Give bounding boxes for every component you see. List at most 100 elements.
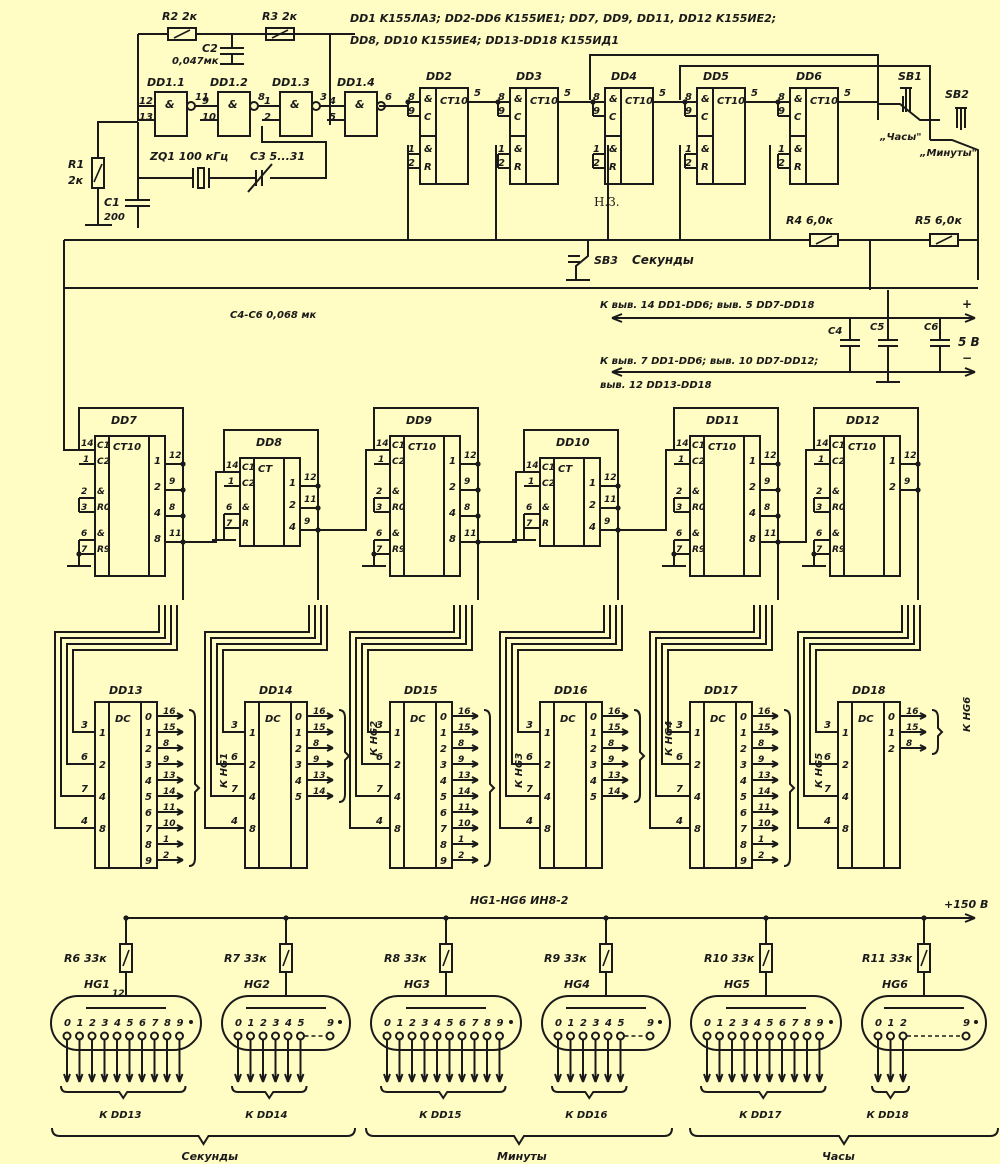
- chip-type: DC: [560, 714, 576, 725]
- pin-function: R: [542, 519, 549, 529]
- digit-label: 7: [792, 1018, 799, 1029]
- pin-number: 1: [528, 477, 534, 487]
- input-weight: 8: [394, 824, 401, 835]
- decoder-reference: К DD13: [99, 1110, 141, 1121]
- switch-sb3[interactable]: SB3 Секунды: [566, 240, 694, 281]
- output-weight: 4: [153, 508, 161, 519]
- pin-number: 2: [685, 158, 692, 169]
- clock-input-wire: [814, 449, 830, 465]
- cathode-wire: [740, 1040, 749, 1083]
- clock-input-wire: [674, 449, 690, 465]
- digit-label: 2: [580, 1018, 587, 1029]
- chip-body: [94, 701, 158, 869]
- junction-dot: [682, 99, 688, 105]
- output-weight: 4: [448, 508, 456, 519]
- digit-label: 2: [729, 1018, 736, 1029]
- carry-wire: [478, 471, 524, 543]
- output-arrow: [157, 856, 184, 864]
- pin-number: 7: [676, 545, 683, 555]
- pin-function: R: [794, 162, 802, 173]
- pin-number: 3: [526, 720, 533, 731]
- output-arrow: [157, 760, 184, 768]
- cathode-wire: [554, 1040, 562, 1083]
- chip-name: DD11: [706, 414, 740, 427]
- pin-number: 7: [81, 545, 88, 555]
- digit-label: 6: [779, 1018, 786, 1029]
- pin-group-brace: [231, 1085, 308, 1100]
- pin-number: 7: [226, 519, 233, 529]
- switch-sb2[interactable]: SB2 „Минуты": [919, 88, 979, 280]
- input-wire: [511, 605, 617, 765]
- chip-body: [94, 435, 166, 577]
- reset-wire: [523, 513, 540, 529]
- cathode-pin: [112, 1031, 122, 1041]
- c4-label: C4: [828, 326, 842, 337]
- c6-label: C6: [924, 322, 938, 333]
- switch-sb1[interactable]: SB1 „Часы": [878, 70, 940, 143]
- gate-input-wire: [262, 105, 280, 121]
- feedback-wire: [223, 429, 319, 486]
- nz-note: Н.З.: [594, 195, 620, 209]
- ground: [512, 528, 536, 541]
- cathode-wire: [296, 1040, 305, 1083]
- input-wire: [505, 605, 611, 797]
- digit-label: 9: [177, 1018, 184, 1029]
- pin-function: &: [832, 487, 840, 497]
- pin-number: 14: [458, 787, 471, 797]
- output-digit: 6: [440, 808, 447, 819]
- pin-function: C: [609, 112, 617, 123]
- cathode-wire: [566, 1040, 575, 1083]
- digit-label: 1: [77, 1018, 84, 1029]
- output-weight: 1: [589, 478, 596, 489]
- cathode-wire: [483, 1040, 491, 1083]
- carry-wire: [778, 449, 814, 543]
- power-supply: C4-C6 0,068 мк К выв. 14 DD1-DD6; выв. 5…: [230, 290, 980, 391]
- pin-number: 2: [376, 487, 382, 497]
- group-label: Минуты: [497, 1150, 547, 1163]
- output-arrow: [307, 712, 334, 720]
- pin-number: 16: [163, 707, 176, 717]
- pin-number: 16: [313, 707, 326, 717]
- output-digit: 3: [440, 760, 447, 771]
- r9-ground: [362, 539, 390, 567]
- junction-dot: [180, 513, 186, 519]
- cathode-pin: [495, 1031, 504, 1041]
- output-arrow: [752, 712, 779, 720]
- pin-function: &: [392, 529, 400, 539]
- group-brace: [365, 1127, 673, 1146]
- pin-number: 2: [593, 158, 600, 169]
- output-digit: 0: [440, 712, 447, 723]
- reset-input-wire: [497, 153, 510, 169]
- cathode-wire: [259, 1040, 267, 1083]
- pin-function: &: [692, 529, 700, 539]
- output-arrow: [752, 856, 779, 864]
- junction-dot: [775, 487, 781, 493]
- input-wire: [499, 605, 605, 829]
- chip-type: DC: [115, 714, 131, 725]
- output-arrow: [157, 808, 184, 816]
- cathode-pin: [482, 1031, 492, 1041]
- reset-input-wire: [684, 153, 697, 169]
- cathode-pin: [790, 1031, 799, 1041]
- digit-label: 4: [604, 1018, 612, 1029]
- pin-number: 7: [526, 519, 533, 529]
- cathode-pin: [765, 1031, 774, 1041]
- minus-rail-label-2: выв. 12 DD13-DD18: [600, 380, 712, 391]
- resistor-mark: [762, 949, 770, 967]
- chip-name: DD8: [256, 436, 282, 449]
- pin-number: 8: [608, 739, 614, 749]
- digit-label: 0: [235, 1018, 242, 1029]
- chip-divider: [843, 436, 885, 576]
- output-digit: 3: [295, 760, 302, 771]
- output-arrow: [157, 744, 184, 752]
- decoder-target-label: К HG4: [664, 721, 675, 756]
- chip-type: DC: [710, 714, 726, 725]
- digit-label: 8: [804, 1018, 811, 1029]
- pin-number: 9: [758, 755, 764, 765]
- input-weight: 1: [544, 728, 551, 739]
